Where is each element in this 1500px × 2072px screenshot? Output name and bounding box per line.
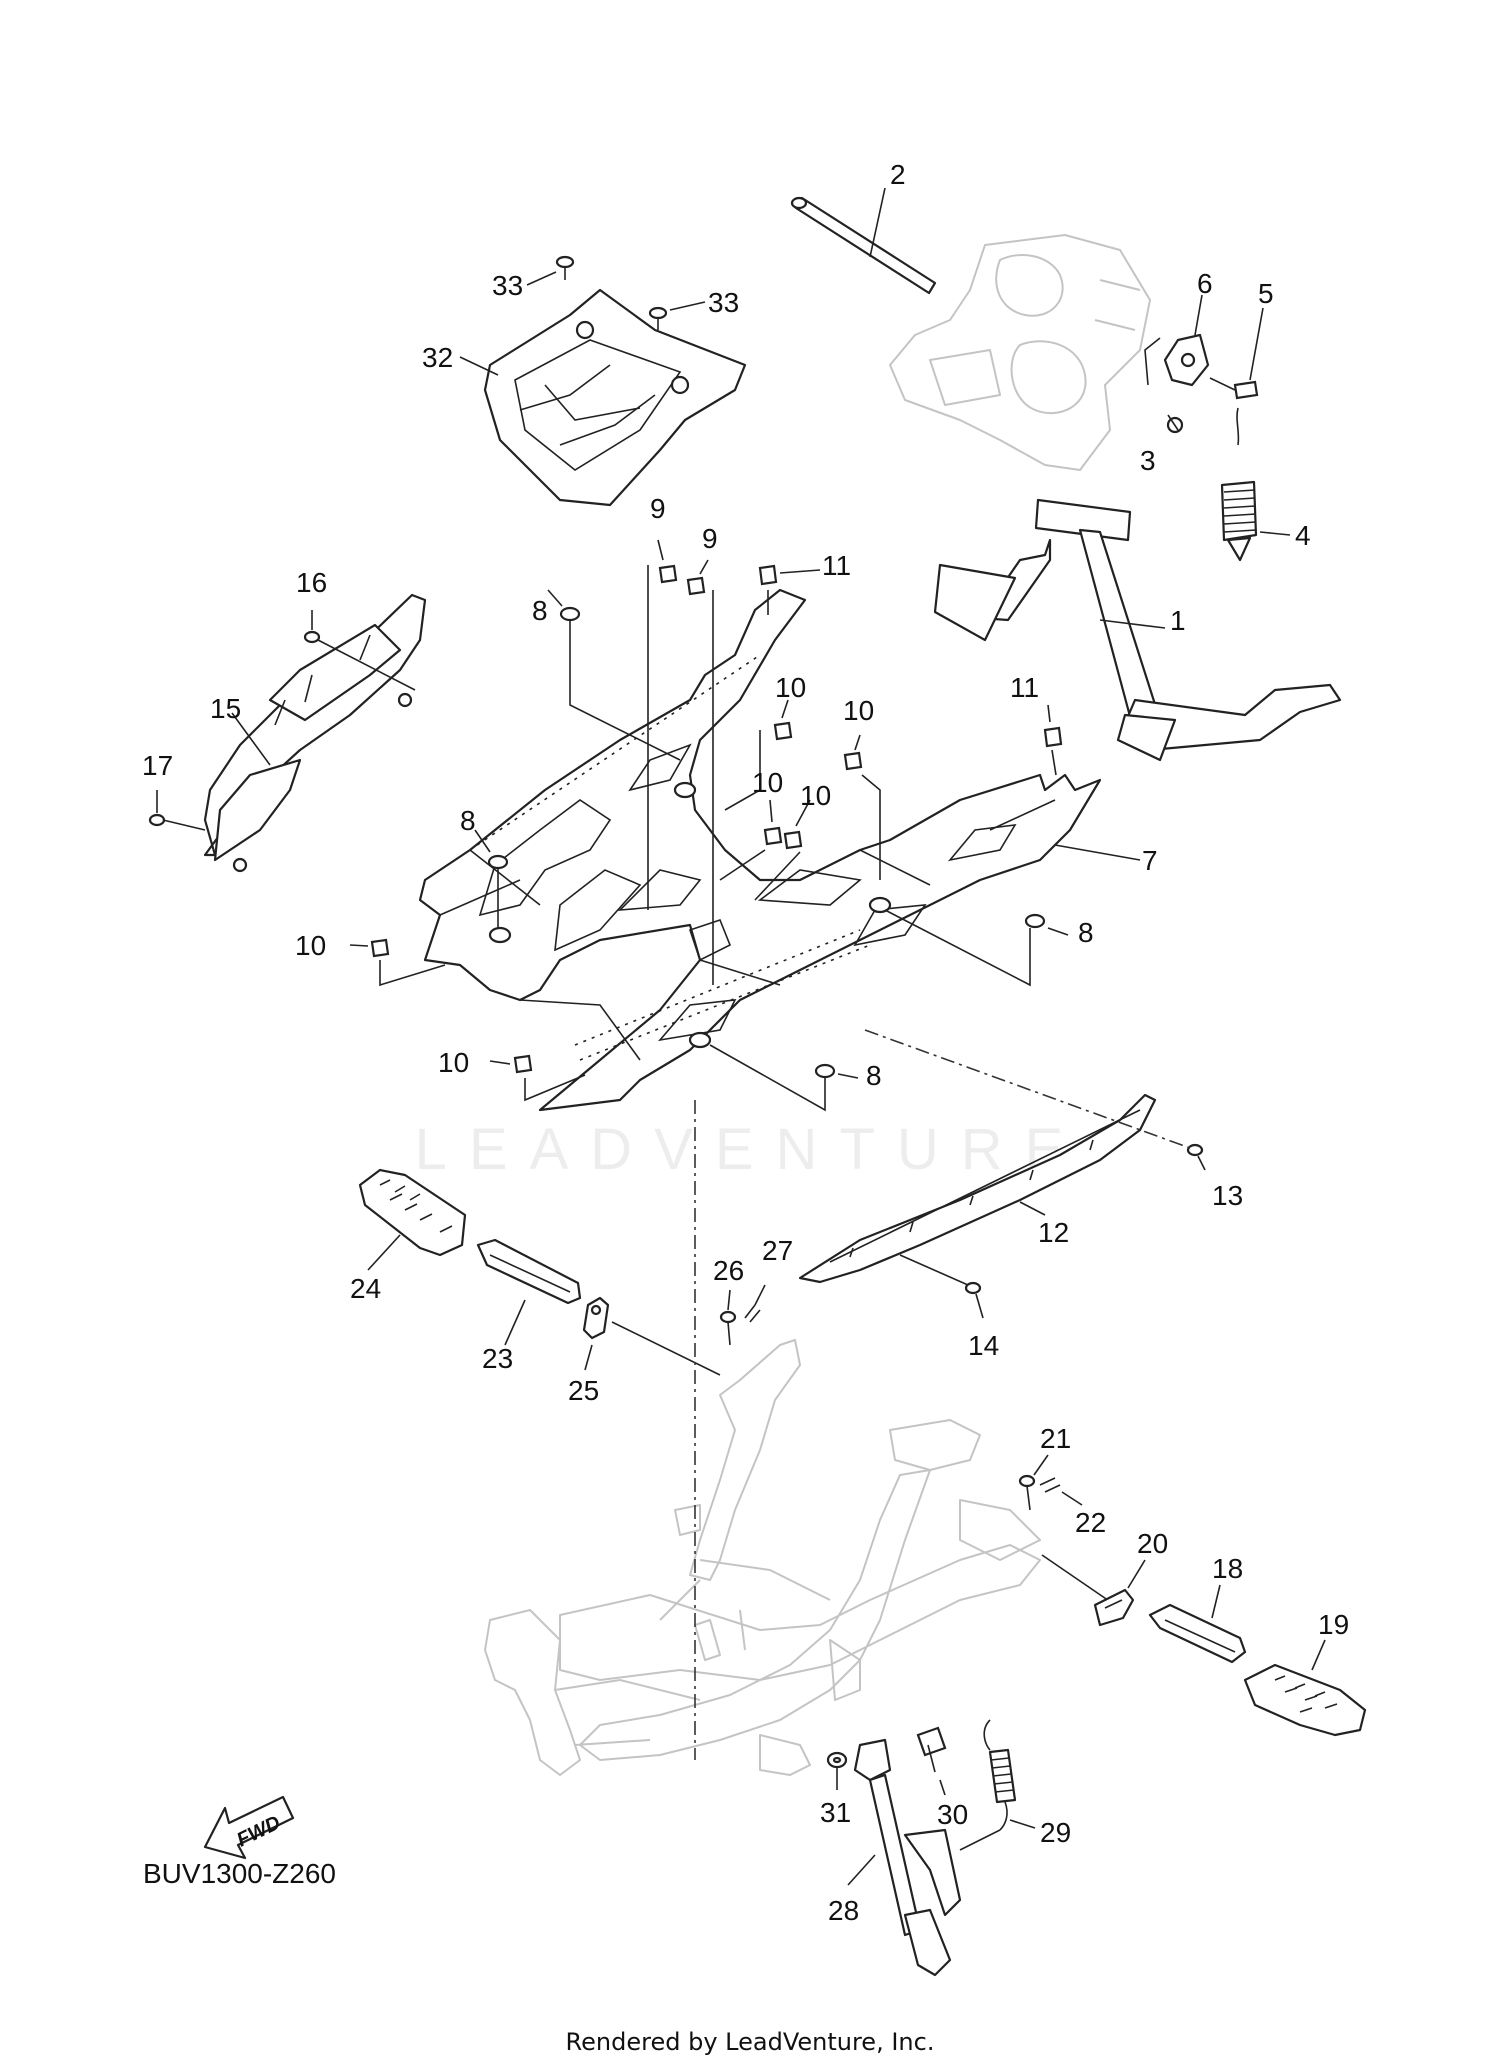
callout-22: 22 — [1075, 1507, 1106, 1538]
callout-33-left: 33 — [492, 270, 523, 301]
render-credit: Rendered by LeadVenture, Inc. — [565, 2028, 935, 2056]
callout-28: 28 — [828, 1895, 859, 1926]
frame-outline — [484, 1339, 1041, 1776]
floor-board-part-7 — [418, 588, 1102, 1112]
callout-10-a: 10 — [775, 672, 806, 703]
callout-18: 18 — [1212, 1553, 1243, 1584]
callout-30: 30 — [937, 1799, 968, 1830]
callout-25: 25 — [568, 1375, 599, 1406]
callout-10-c: 10 — [752, 767, 783, 798]
nut-part-10c — [763, 826, 803, 850]
cotter-pin-part-27 — [744, 1304, 761, 1323]
bolt-part-8c — [1024, 913, 1046, 929]
callout-8-top: 8 — [532, 595, 548, 626]
callout-10-f: 10 — [438, 1047, 469, 1078]
callout-17: 17 — [142, 750, 173, 781]
side-cover-part-15 — [203, 593, 427, 873]
callout-16: 16 — [296, 567, 327, 598]
callout-6: 6 — [1197, 268, 1213, 299]
fwd-direction-arrow-icon: FWD — [203, 1795, 295, 1860]
engine-block-outline — [889, 234, 1151, 471]
bolt-part-8d — [814, 1063, 836, 1079]
callout-8-left: 8 — [460, 805, 476, 836]
callout-8-bottom: 8 — [866, 1060, 882, 1091]
callout-11-top: 11 — [822, 550, 851, 581]
callout-32: 32 — [422, 342, 453, 373]
footrest-bracket-part-18 — [1148, 1603, 1247, 1664]
cotter-pin-part-22 — [1039, 1477, 1061, 1493]
bracket-part-6 — [1144, 333, 1210, 387]
callout-29: 29 — [1040, 1817, 1071, 1848]
callout-13: 13 — [1212, 1180, 1243, 1211]
callout-4: 4 — [1295, 520, 1311, 551]
clip-part-3 — [1166, 414, 1184, 434]
nut-part-10d — [370, 938, 390, 958]
footrest-pad-part-19 — [1243, 1663, 1367, 1737]
footrest-bracket-part-23 — [476, 1238, 582, 1305]
step-rail-part-12 — [798, 1093, 1157, 1284]
nut-part-10e — [513, 1054, 533, 1074]
pin-part-26 — [719, 1310, 737, 1346]
pin-part-21 — [1018, 1474, 1036, 1511]
nut-part-10a — [773, 721, 793, 741]
bolt-part-5 — [1209, 377, 1259, 400]
screw-part-14 — [964, 1281, 982, 1295]
screw-part-16 — [303, 630, 321, 644]
clip-part-25 — [582, 1296, 610, 1340]
callout-21: 21 — [1040, 1423, 1071, 1454]
callout-24: 24 — [350, 1273, 381, 1304]
callout-33-right: 33 — [708, 287, 739, 318]
screw-part-33a — [555, 255, 575, 280]
diagram-code: BUV1300-Z260 — [143, 1858, 337, 1889]
callout-10-b: 10 — [843, 695, 874, 726]
callout-20: 20 — [1137, 1528, 1168, 1559]
callout-26: 26 — [713, 1255, 744, 1286]
callout-31: 31 — [820, 1797, 851, 1828]
callout-10-d: 10 — [800, 780, 831, 811]
pivot-shaft-part-2 — [790, 196, 937, 295]
bolt-part-8a — [559, 606, 581, 622]
bolt-part-30 — [916, 1726, 947, 1773]
nut-part-11b — [1043, 726, 1063, 748]
watermark: LEADVENTURE — [414, 1117, 1086, 1182]
callout-27: 27 — [762, 1235, 793, 1266]
callout-12: 12 — [1038, 1217, 1069, 1248]
nut-part-9a — [658, 564, 678, 584]
screw-part-17 — [148, 813, 166, 827]
callout-5: 5 — [1258, 278, 1274, 309]
footrest-pad-part-24 — [358, 1168, 467, 1257]
callout-23: 23 — [482, 1343, 513, 1374]
callout-15: 15 — [210, 693, 241, 724]
callout-19: 19 — [1318, 1609, 1349, 1640]
callout-1: 1 — [1170, 605, 1186, 636]
bolt-part-8b — [487, 854, 509, 870]
screw-part-13 — [1186, 1143, 1204, 1157]
callout-9-left: 9 — [650, 493, 666, 524]
callout-8-right: 8 — [1078, 917, 1094, 948]
callout-9-right: 9 — [702, 523, 718, 554]
nut-part-10b — [843, 751, 863, 771]
nut-part-11a — [758, 564, 778, 586]
nut-part-9b — [686, 576, 706, 596]
spring-part-4 — [1220, 407, 1258, 562]
clip-part-20 — [1093, 1588, 1135, 1627]
callout-3: 3 — [1140, 445, 1156, 476]
callout-14: 14 — [968, 1330, 999, 1361]
screw-part-33b — [648, 306, 668, 330]
nut-part-31 — [826, 1751, 848, 1769]
callout-2: 2 — [890, 159, 906, 190]
center-stand-part-1 — [933, 498, 1342, 762]
spring-part-29 — [983, 1719, 1017, 1831]
callout-7: 7 — [1142, 845, 1158, 876]
callout-11-right: 11 — [1010, 672, 1039, 703]
inner-panel-part-32 — [483, 288, 747, 507]
side-stand-part-28 — [853, 1738, 962, 1977]
callout-10-e: 10 — [295, 930, 326, 961]
